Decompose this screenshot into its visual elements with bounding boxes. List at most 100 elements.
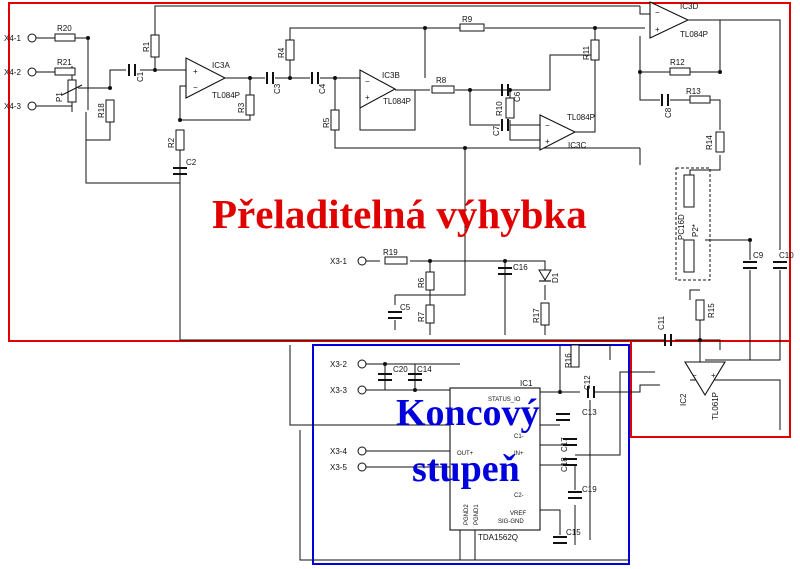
label-c11: C11 [657,315,666,330]
resistor-r2 [175,129,185,151]
label-ic1-part: TDA1562Q [478,533,518,542]
label-r13: R13 [686,87,701,96]
terminal-x3-1 [357,256,367,266]
resistor-r7 [425,304,435,324]
opamp-ic3a: +− [185,57,227,99]
resistor-r14 [715,131,725,153]
label-ic2: IC2 [679,393,688,406]
label-r20: R20 [57,24,72,33]
chip-ic1 [449,387,541,531]
resistor-r12 [669,67,691,76]
capacitor-c6 [501,84,509,96]
terminal-x3-2 [357,359,367,369]
label-c2: C2 [186,158,197,167]
svg-text:+: + [545,137,550,146]
resistors [54,23,725,368]
label-c17: C17 [560,437,569,452]
label-c7: C7 [492,125,501,136]
capacitor-c5 [388,311,402,319]
label-r9: R9 [462,15,473,24]
label-r4: R4 [277,47,286,58]
svg-text:−: − [545,121,550,130]
capacitor-c7 [501,119,509,131]
capacitor-c8 [661,94,669,106]
capacitor-c19 [568,491,582,499]
resistor-r17 [540,302,550,326]
label-d1: D1 [551,272,560,283]
capacitor-c13 [556,413,570,421]
svg-text:−: − [655,8,660,17]
terminal-label-x4-1: X4-1 [4,34,21,43]
terminal-label-x3-2: X3-2 [330,360,347,369]
terminal-label-x3-4: X3-4 [330,447,347,456]
ic1-pin-vref: VREF [510,511,526,517]
label-c4: C4 [318,83,327,94]
opamp-ic2: −+ [684,361,726,397]
label-ic3b-part: TL084P [383,97,411,106]
resistor-r16 [570,344,580,368]
resistor-r21 [54,67,76,76]
ic1-pin-pgnd1: PGND1 [474,504,480,525]
terminal-label-x3-3: X3-3 [330,386,347,395]
capacitor-c16 [498,267,512,275]
resistor-r5 [330,109,340,131]
label-c6: C6 [513,91,522,102]
label-c20: C20 [393,365,408,374]
resistor-r4 [285,39,295,61]
label-ic3d-part: TL084P [680,30,708,39]
svg-text:−: − [193,83,198,92]
terminal-label-x4-2: X4-2 [4,68,21,77]
label-r10: R10 [495,101,504,116]
svg-text:+: + [711,371,716,380]
label-ic3a-part: TL084P [212,91,240,100]
capacitors [128,64,787,544]
label-c1: C1 [136,71,145,82]
potentiometer-p1 [61,79,83,103]
label-p2-part: PC16D [677,214,686,240]
terminal-x4-3 [27,101,37,111]
terminal-label-x3-5: X3-5 [330,463,347,472]
resistor-r3 [245,94,255,116]
terminal-x3-3 [357,385,367,395]
opamp-ic3d: −+ [649,1,690,39]
ic1-pin-c1-minus: C1- [514,434,524,440]
label-c15: C15 [566,528,581,537]
capacitor-c11 [664,334,672,346]
svg-text:+: + [365,93,370,102]
capacitor-c17 [563,438,577,446]
label-c14: C14 [417,365,432,374]
resistor-r1 [150,34,160,58]
label-r15: R15 [707,303,716,318]
capacitor-c12 [587,386,595,398]
capacitor-c14 [408,373,422,381]
label-ic3a: IC3A [212,61,230,70]
label-r21: R21 [57,58,72,67]
label-c13: C13 [582,408,597,417]
potentiometer-p2 [675,167,711,281]
resistor-r20 [54,33,76,42]
capacitor-c3 [266,72,274,84]
label-r2: R2 [167,137,176,148]
svg-text:+: + [655,25,660,34]
ic1-pin-pgnd2: PGND2 [464,504,470,525]
label-ic3d: IC3D [680,2,698,11]
tuner-region-box [8,2,791,342]
label-ic3b: IC3B [382,71,400,80]
ic1-pin-c2-minus: C2- [514,493,524,499]
ic1-pin-out-plus: OUT+ [457,451,474,457]
capacitor-c4 [311,72,319,84]
resistor-r13 [689,95,711,104]
diode-d1 [538,269,552,282]
terminal-x3-4 [357,446,367,456]
label-c10: C10 [779,251,794,260]
terminal-label-x4-3: X4-3 [4,102,21,111]
label-r17: R17 [532,308,541,323]
label-ic3c: IC3C [568,141,586,150]
amp-region-box [312,344,630,565]
resistor-r15 [695,299,705,321]
resistor-r18 [105,99,115,123]
capacitor-c18 [563,458,577,466]
label-r6: R6 [417,277,426,288]
label-c8: C8 [664,107,673,118]
